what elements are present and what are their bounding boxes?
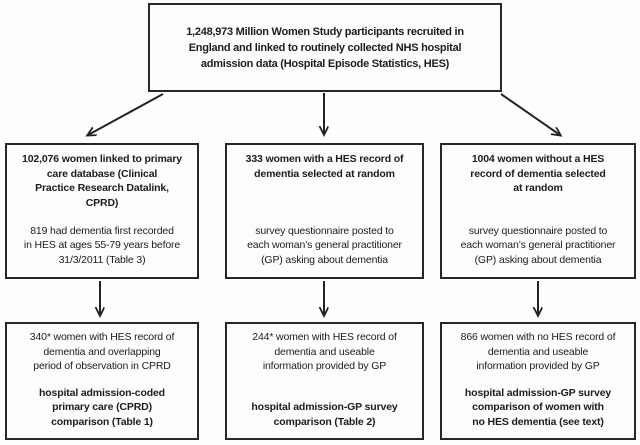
- arrow-top-to-right: [500, 93, 560, 135]
- top-box-recruitment: 1,248,973 Million Women Study participan…: [148, 3, 502, 92]
- bottom-box-no-hes-comparison: 866 women with no HES record of dementia…: [440, 322, 636, 440]
- mid-box-cprd-linkage: 102,076 women linked to primary care dat…: [5, 143, 199, 279]
- mid-box-no-hes-dementia-body: survey questionnaire posted to each woma…: [460, 224, 616, 266]
- bottom-box-no-hes-emphasis: hospital admission-GP survey comparison …: [464, 386, 612, 428]
- bottom-box-gp-survey-comparison: 244* women with HES record of dementia a…: [225, 322, 424, 440]
- bottom-box-no-hes-body: 866 women with no HES record of dementia…: [460, 331, 616, 372]
- arrow-top-to-left: [88, 93, 164, 135]
- top-box-text: 1,248,973 Million Women Study participan…: [186, 25, 464, 70]
- mid-box-hes-dementia-sample: 333 women with a HES record of dementia …: [225, 143, 424, 279]
- bottom-box-cprd-emphasis: hospital admission-coded primary care (C…: [39, 386, 165, 428]
- mid-box-hes-dementia-body: survey questionnaire posted to each woma…: [247, 224, 402, 266]
- bottom-box-cprd-body: 340* women with HES record of dementia a…: [29, 331, 175, 372]
- mid-box-cprd-body: 819 had dementia first recorded in HES a…: [23, 224, 181, 266]
- mid-box-no-hes-dementia-heading: 1004 women without a HES record of demen…: [470, 153, 606, 194]
- bottom-box-gp-survey-body: 244* women with HES record of dementia a…: [252, 331, 397, 372]
- mid-box-hes-dementia-heading: 333 women with a HES record of dementia …: [245, 153, 404, 180]
- bottom-box-gp-survey-emphasis: hospital admission-GP survey comparison …: [251, 401, 398, 428]
- mid-box-cprd-heading: 102,076 women linked to primary care dat…: [22, 153, 182, 209]
- bottom-box-cprd-comparison: 340* women with HES record of dementia a…: [5, 322, 199, 440]
- mid-box-no-hes-dementia-sample: 1004 women without a HES record of demen…: [440, 143, 636, 279]
